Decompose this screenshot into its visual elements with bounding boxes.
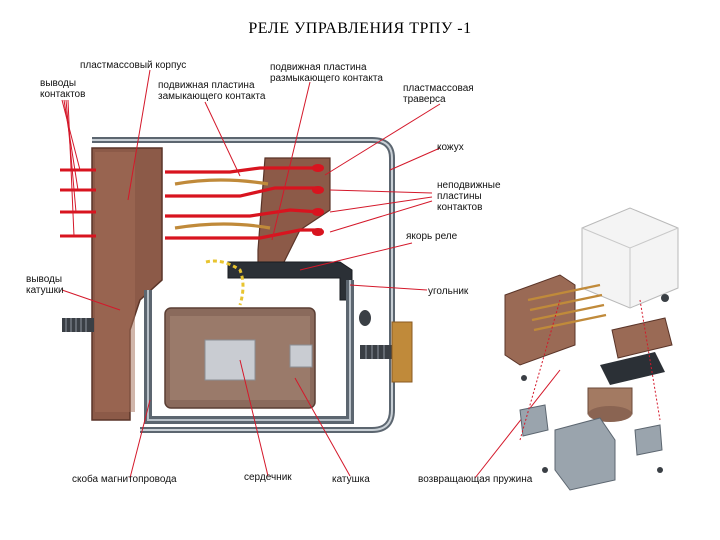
label-return-spring: возвращающая пружина <box>418 474 533 485</box>
diagram-title: РЕЛЕ УПРАВЛЕНИЯ ТРПУ -1 <box>248 20 472 37</box>
contact-points <box>312 164 324 236</box>
exploded-yoke <box>554 417 616 491</box>
exploded-view <box>504 207 679 491</box>
label-armature: якорь реле <box>406 231 458 242</box>
armature <box>227 261 353 301</box>
plastic-traverse <box>257 157 331 271</box>
left-screw <box>62 318 94 332</box>
gold-plates <box>174 178 271 230</box>
label-contact-leads: выводы контактов <box>40 78 86 100</box>
coil-label-plate <box>204 339 256 381</box>
label-angle-piece: угольник <box>428 286 469 297</box>
coil-lead-wire <box>205 259 245 306</box>
label-coil-leads: выводы катушки <box>26 274 64 296</box>
label-coil: катушка <box>332 474 370 485</box>
exploded-body <box>504 274 576 366</box>
contact-plates <box>165 166 322 240</box>
exploded-traverse <box>611 317 673 359</box>
right-screw <box>360 321 413 383</box>
label-break-plate: подвижная пластина размыкающего контакта <box>270 62 383 84</box>
yoke-highlight <box>147 280 351 421</box>
label-plastic-body: пластмассовый корпус <box>80 60 187 71</box>
label-make-plate: подвижная пластина замыкающего контакта <box>158 80 266 102</box>
leader-lines <box>61 69 561 479</box>
exploded-armature <box>600 352 665 385</box>
plastic-body-shade <box>95 152 135 412</box>
label-fixed-plates: неподвижные пластины контактов <box>437 180 501 213</box>
coil-side-plate <box>289 344 313 368</box>
label-casing: кожух <box>437 142 464 153</box>
contact-lead-wires <box>60 168 96 238</box>
return-spring-nut <box>359 310 371 326</box>
label-yoke: скоба магнитопровода <box>72 474 177 485</box>
label-core: сердечник <box>244 472 292 483</box>
label-traverse: пластмассовая траверса <box>403 83 474 105</box>
